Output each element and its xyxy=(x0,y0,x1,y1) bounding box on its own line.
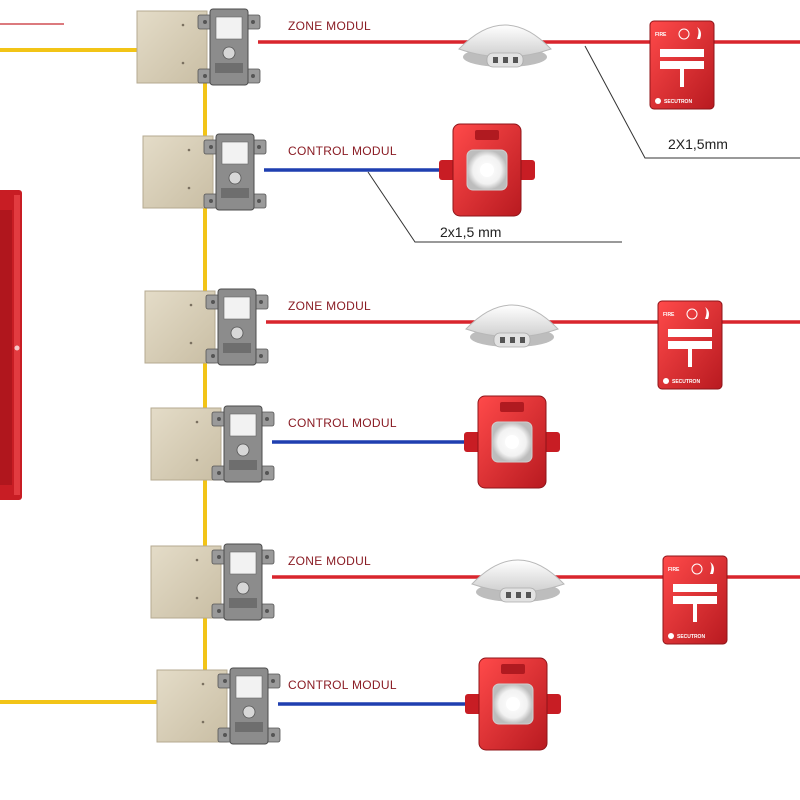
control-module-label: CONTROL MODUL xyxy=(288,416,397,430)
module-backbox-icon xyxy=(150,407,222,481)
zone-module-label: ZONE MODUL xyxy=(288,299,371,313)
module-backbox-icon xyxy=(144,290,216,364)
pull-station-brand-label: SECUTRON xyxy=(672,379,700,385)
manual-call-point-icon: FIRE PUSH BAR PULL HANDLE SECUTRON xyxy=(657,300,723,390)
pull-station-pull-handle-label: PULL HANDLE xyxy=(676,598,712,604)
module-backbox-icon xyxy=(136,10,208,84)
addressable-module-icon xyxy=(205,288,269,366)
pull-station-fire-label: FIRE xyxy=(663,312,675,318)
addressable-module-icon xyxy=(211,405,275,483)
manual-call-point-icon: FIRE PUSH BAR PULL HANDLE SECUTRON xyxy=(662,555,728,645)
zone-module-row: ZONE MODUL FIRE PUSH BAR PULL HANDLE SECUTRO… xyxy=(150,543,800,645)
manual-call-point-icon: FIRE PUSH BAR PULL HANDLE SECUTRON xyxy=(649,20,715,110)
control-module-row: CONTROL MODUL xyxy=(150,395,560,489)
zone-module-row: ZONE MODUL FIRE PUSH BAR PULL HANDLE SECUTRO… xyxy=(144,288,800,390)
pull-station-pull-handle-label: PULL HANDLE xyxy=(663,63,699,69)
control-module-label: CONTROL MODUL xyxy=(288,144,397,158)
control-module-row: CONTROL MODUL xyxy=(156,657,561,751)
pull-station-push-bar-label: PUSH BAR xyxy=(667,51,694,57)
pull-station-brand-label: SECUTRON xyxy=(677,634,705,640)
zone-module-row: ZONE MODUL FIRE PUSH BAR PULL HANDLE SECUTRO… xyxy=(136,8,800,110)
control-module-label: CONTROL MODUL xyxy=(288,678,397,692)
control-module-row: CONTROL MODUL xyxy=(142,123,535,217)
pull-station-fire-label: FIRE xyxy=(655,32,667,38)
cable-spec-callout-1: 2X1,5mm xyxy=(668,136,728,152)
pull-station-push-bar-label: PUSH BAR xyxy=(680,586,707,592)
smoke-detector-icon xyxy=(458,24,552,68)
pull-station-pull-handle-label: PULL HANDLE xyxy=(671,343,707,349)
module-backbox-icon xyxy=(142,135,214,209)
cable-spec-callout-2: 2x1,5 mm xyxy=(440,224,501,240)
horn-strobe-icon xyxy=(465,657,561,751)
zone-module-label: ZONE MODUL xyxy=(288,19,371,33)
smoke-detector-icon xyxy=(465,304,559,348)
zone-module-label: ZONE MODUL xyxy=(288,554,371,568)
pull-station-fire-label: FIRE xyxy=(668,567,680,573)
horn-strobe-icon xyxy=(464,395,560,489)
callout-leaders xyxy=(367,45,800,243)
addressable-module-icon xyxy=(203,133,267,211)
smoke-detector-icon xyxy=(471,559,565,603)
pull-station-brand-label: SECUTRON xyxy=(664,99,692,105)
addressable-module-icon xyxy=(211,543,275,621)
pull-station-push-bar-label: PUSH BAR xyxy=(675,331,702,337)
module-backbox-icon xyxy=(156,669,228,743)
fire-alarm-panel-icon xyxy=(0,190,22,500)
addressable-module-icon xyxy=(197,8,261,86)
module-backbox-icon xyxy=(150,545,222,619)
horn-strobe-icon xyxy=(439,123,535,217)
addressable-module-icon xyxy=(217,667,281,745)
device-rows: ZONE MODUL FIRE PUSH BAR PULL HANDLE SECUTRO… xyxy=(136,8,800,751)
